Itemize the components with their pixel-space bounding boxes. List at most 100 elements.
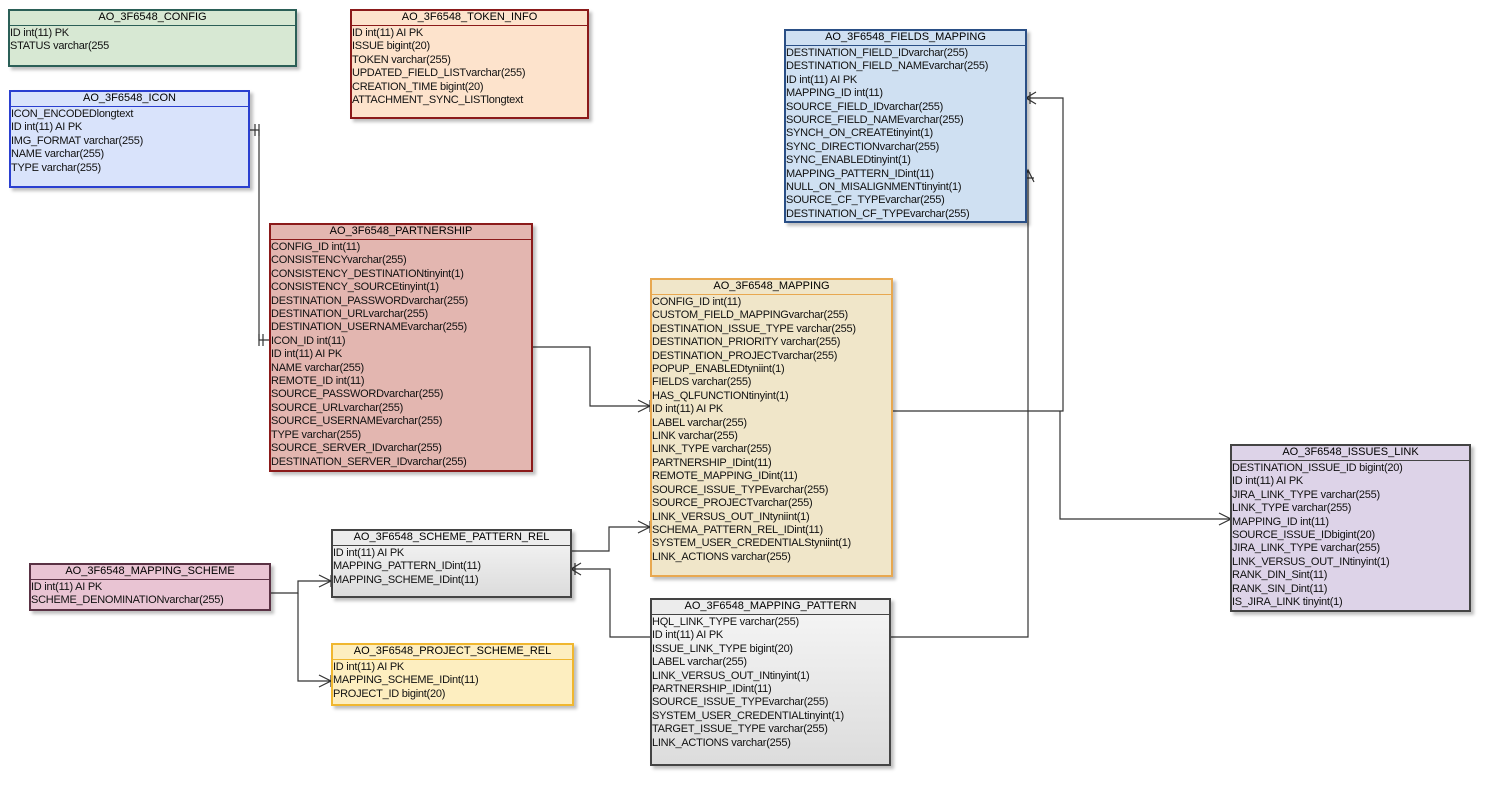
table-field: DESTINATION_PASSWORDvarchar(255) xyxy=(271,294,468,307)
table-field: LABEL varchar(255) xyxy=(652,416,747,429)
table-field: HQL_LINK_TYPE varchar(255) xyxy=(652,616,799,628)
table-field: SOURCE_URLvarchar(255) xyxy=(271,401,404,414)
table-field: ID int(11) AI PK xyxy=(1232,475,1303,488)
table-field: TYPE varchar(255) xyxy=(11,161,101,174)
link-scheme-projectscheme xyxy=(297,593,331,682)
table-title: AO_3F6548_PARTNERSHIP xyxy=(271,225,531,240)
table-field: SCHEME_DENOMINATIONvarchar(255) xyxy=(31,594,224,607)
table-field: CONFIG_ID int(11) xyxy=(652,296,742,308)
table-field: LINK varchar(255) xyxy=(652,430,738,443)
table-field: ID int(11) PK xyxy=(10,27,69,39)
table-field: NAME varchar(255) xyxy=(11,148,104,161)
table-field: FIELDS varchar(255) xyxy=(652,376,752,389)
table-field: UPDATED_FIELD_LISTvarchar(255) xyxy=(352,67,526,80)
table-field: CONSISTENCY_DESTINATIONtinyint(1) xyxy=(271,267,464,280)
table-field: DESTINATION_FIELD_IDvarchar(255) xyxy=(786,47,968,59)
table-title: AO_3F6548_PROJECT_SCHEME_REL xyxy=(333,645,572,660)
table-field: CREATION_TIME bigint(20) xyxy=(352,80,484,93)
table-field: SOURCE_FIELD_IDvarchar(255) xyxy=(786,100,944,113)
table-field: SOURCE_ISSUE_TYPEvarchar(255) xyxy=(652,483,829,496)
table-field: CONSISTENCYvarchar(255) xyxy=(271,254,407,267)
table-field: ID int(11) AI PK xyxy=(271,348,342,361)
table-title: AO_3F6548_MAPPING_SCHEME xyxy=(31,565,269,580)
table-field: SOURCE_FIELD_NAMEvarchar(255) xyxy=(786,114,964,127)
table-field: LINK_VERSUS_OUT_INtinyint(1) xyxy=(1232,555,1390,568)
table-field: ISSUE_LINK_TYPE bigint(20) xyxy=(652,642,793,655)
table-field: CONFIG_ID int(11) xyxy=(271,241,361,253)
table-field: SOURCE_SERVER_IDvarchar(255) xyxy=(271,442,442,455)
table-field: DESTINATION_PROJECTvarchar(255) xyxy=(652,349,838,362)
table-field: SYSTEM_USER_CREDENTIALtinyint(1) xyxy=(652,709,844,722)
table-field: SCHEMA_PATTERN_REL_IDint(11) xyxy=(652,523,823,536)
table-title: AO_3F6548_CONFIG xyxy=(10,11,295,26)
table-field: IMG_FORMAT varchar(255) xyxy=(11,134,143,147)
table-field: CUSTOM_FIELD_MAPPINGvarchar(255) xyxy=(652,309,848,322)
table-field: ID int(11) AI PK xyxy=(352,27,423,39)
table-field: LINK_VERSUS_OUT_INtinyint(1) xyxy=(652,669,810,682)
link-schemepattern-mapping xyxy=(571,526,650,552)
table-field: DESTINATION_PRIORITY varchar(255) xyxy=(652,336,841,349)
table-field: LINK_TYPE varchar(255) xyxy=(1232,502,1352,515)
link-mapping-issueslink xyxy=(1059,411,1231,520)
table-field: NULL_ON_MISALIGNMENTtinyint(1) xyxy=(786,181,962,194)
table-field: SOURCE_ISSUE_IDbigint(20) xyxy=(1232,529,1375,542)
table-field: RANK_DIN_Sint(11) xyxy=(1232,569,1328,582)
table-title: AO_3F6548_SCHEME_PATTERN_REL xyxy=(333,531,570,546)
table-field: REMOTE_ID int(11) xyxy=(271,375,365,388)
table-field: SYNCH_ON_CREATEtinyint(1) xyxy=(786,127,933,140)
table-field: PARTNERSHIP_IDint(11) xyxy=(652,456,772,469)
table-field: ID int(11) AI PK xyxy=(652,629,723,642)
link-partnership-mapping xyxy=(532,346,650,407)
table-field: MAPPING_ID int(11) xyxy=(1232,515,1329,528)
table-field: ID int(11) AI PK xyxy=(652,403,723,416)
link-pattern-schemepattern xyxy=(571,568,650,638)
table-field: SOURCE_USERNAMEvarchar(255) xyxy=(271,415,443,428)
table-field: DESTINATION_CF_TYPEvarchar(255) xyxy=(786,207,970,220)
table-field: CONSISTENCY_SOURCEtinyint(1) xyxy=(271,281,439,294)
table-field: ID int(11) AI PK xyxy=(333,547,404,559)
table-field: SYNC_DIRECTIONvarchar(255) xyxy=(786,140,940,153)
table-title: AO_3F6548_MAPPING_PATTERN xyxy=(652,600,889,615)
link-scheme-schemepattern xyxy=(270,580,331,594)
table-field: ID int(11) AI PK xyxy=(11,121,82,134)
marker-one-icon xyxy=(254,124,260,136)
table-field: MAPPING_PATTERN_IDint(11) xyxy=(786,167,934,180)
table-field: RANK_SIN_Dint(11) xyxy=(1232,582,1328,595)
table-field: IS_JIRA_LINK tinyint(1) xyxy=(1232,596,1343,609)
table-field: ISSUE bigint(20) xyxy=(352,40,430,53)
table-field: SYNC_ENABLEDtinyint(1) xyxy=(786,154,911,167)
table-field: LABEL varchar(255) xyxy=(652,656,747,669)
table-field: NAME varchar(255) xyxy=(271,361,364,374)
table-field: SOURCE_ISSUE_TYPEvarchar(255) xyxy=(652,696,829,709)
table-field: ICON_ID int(11) xyxy=(271,334,346,347)
table-title: AO_3F6548_MAPPING xyxy=(652,280,891,295)
table-field: MAPPING_SCHEME_IDint(11) xyxy=(333,573,479,586)
link-pattern-fieldsmapping xyxy=(890,170,1029,638)
table-field: PROJECT_ID bigint(20) xyxy=(333,687,446,700)
table-field: JIRA_LINK_TYPE varchar(255) xyxy=(1232,542,1380,555)
table-field: DESTINATION_FIELD_NAMEvarchar(255) xyxy=(786,60,989,73)
table-field: STATUS varchar(255 xyxy=(10,40,110,53)
table-field: LINK_VERSUS_OUT_INtyniint(1) xyxy=(652,510,810,523)
table-field: TOKEN varchar(255) xyxy=(352,53,451,66)
table-field: MAPPING_PATTERN_IDint(11) xyxy=(333,560,481,573)
table-field: MAPPING_ID int(11) xyxy=(786,87,883,100)
table-field: ID int(11) AI PK xyxy=(31,581,102,593)
table-field: TARGET_ISSUE_TYPE varchar(255) xyxy=(652,723,828,736)
table-field: ID int(11) AI PK xyxy=(786,73,857,86)
table-field: REMOTE_MAPPING_IDint(11) xyxy=(652,470,798,483)
table-field: DESTINATION_SERVER_IDvarchar(255) xyxy=(271,455,467,468)
table-field: LINK_ACTIONS varchar(255) xyxy=(652,736,791,749)
